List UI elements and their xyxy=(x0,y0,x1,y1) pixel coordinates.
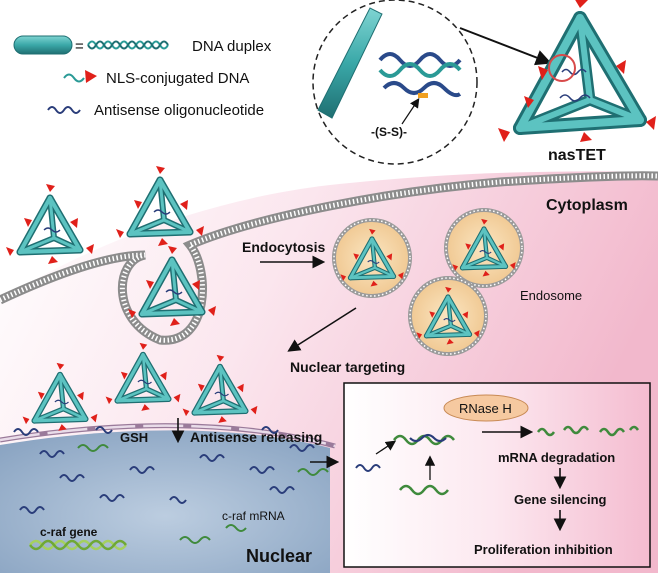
nls-dna-icon xyxy=(63,73,85,83)
endosome-label: Endosome xyxy=(520,288,582,303)
highlight-circle xyxy=(548,54,576,82)
rnase-h-label: RNase H xyxy=(459,401,512,416)
nuclear-label: Nuclear xyxy=(246,546,312,566)
gene-silencing-label: Gene silencing xyxy=(514,492,607,507)
proliferation-inhibition-label: Proliferation inhibition xyxy=(474,542,613,557)
inset-helix-2 xyxy=(382,81,462,98)
nastet-label: nasTET xyxy=(548,147,606,164)
inset-arrow xyxy=(459,27,552,66)
antisense-releasing-label: Antisense releasing xyxy=(190,429,322,445)
disulfide-bond xyxy=(418,93,428,98)
mrna-degradation-label: mRNA degradation xyxy=(498,450,615,465)
legend: = DNA duplex NLS-conjugated DNA Antisens… xyxy=(13,35,272,119)
endosome-1 xyxy=(332,218,412,298)
tetrahedron-extracellular-1 xyxy=(6,184,94,264)
mrna-fragments xyxy=(536,425,640,437)
endosome-2 xyxy=(444,208,524,288)
tetrahedron-extracellular-2 xyxy=(116,166,204,246)
legend-antisense-label: Antisense oligonucleotide xyxy=(94,102,264,119)
mechanism-box: RNase H mRNA degradation Gene silencing … xyxy=(343,382,651,568)
endocytosis-label: Endocytosis xyxy=(242,239,325,255)
free-mrna xyxy=(399,484,449,496)
legend-duplex-eq: = xyxy=(75,38,84,55)
inset-tube xyxy=(317,7,383,119)
craf-gene-label: c-raf gene xyxy=(40,525,98,539)
nuclear-pores xyxy=(0,424,336,448)
cytoplasm-label: Cytoplasm xyxy=(546,197,628,214)
mrna-strands xyxy=(77,444,329,544)
craf-mrna-label: c-raf mRNA xyxy=(222,509,285,523)
cell-membrane xyxy=(0,171,658,345)
nastet-structure: nasTET xyxy=(498,0,656,164)
rnase-h-badge xyxy=(443,394,529,422)
nuclear-targeting-arrow xyxy=(287,307,357,352)
legend-nls-label: NLS-conjugated DNA xyxy=(106,70,249,87)
gsh-label: GSH xyxy=(120,430,148,445)
nucleus xyxy=(0,430,330,573)
free-antisense xyxy=(355,464,381,472)
legend-duplex-label: DNA duplex xyxy=(192,38,272,55)
antisense-icon xyxy=(47,106,81,114)
nls-arrow-icon xyxy=(85,70,97,83)
endosome-3 xyxy=(408,276,488,356)
duplex-tube-icon xyxy=(13,35,73,55)
nuclear-targeting-label: Nuclear targeting xyxy=(290,359,405,375)
antisense-strands xyxy=(13,426,315,514)
antisense-hybrid xyxy=(409,433,447,443)
disulfide-inset: -(S-S)- xyxy=(312,0,552,165)
disulfide-label: -(S-S)- xyxy=(371,125,407,139)
